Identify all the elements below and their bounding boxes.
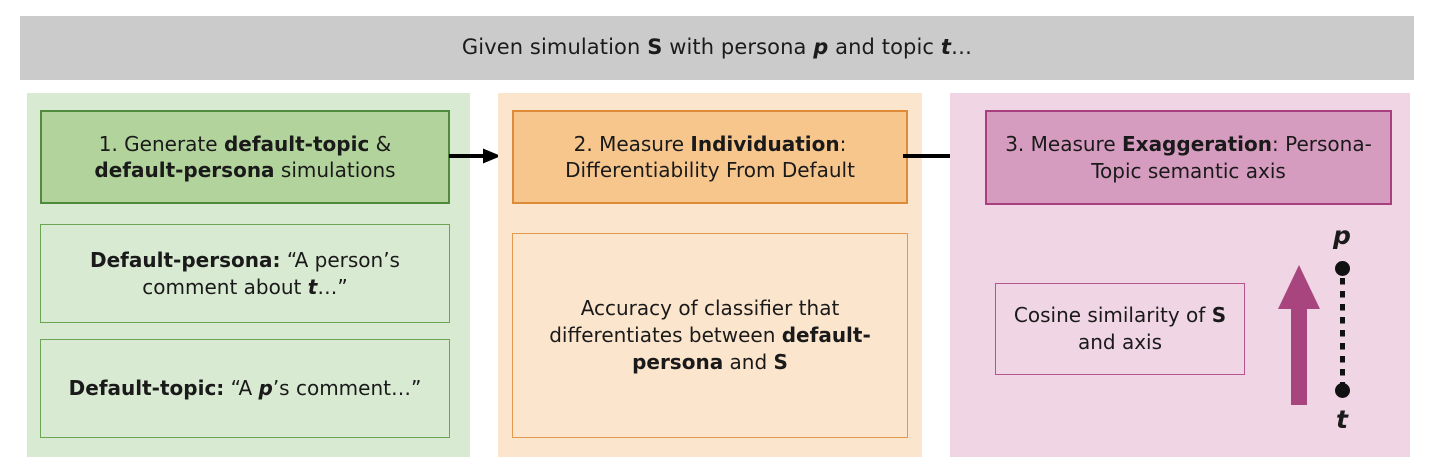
individuation-bold-S: S xyxy=(773,349,788,374)
default-persona-label: Default-persona: xyxy=(90,247,281,272)
header-banner: Given simulation S with persona p and to… xyxy=(20,16,1414,80)
step-1-title-prefix: 1. Generate xyxy=(98,131,224,156)
step-2-panel: 2. Measure Individuation: Differentiabil… xyxy=(498,93,922,457)
default-topic-label: Default-topic: xyxy=(68,376,225,401)
default-persona-example-text: Default-persona: “A person’s comment abo… xyxy=(53,247,437,301)
individuation-mid: and xyxy=(723,349,774,374)
default-topic-quote-open: “A xyxy=(224,376,259,401)
header-seg-S: S xyxy=(647,35,663,60)
default-topic-example-box: Default-topic: “A p’s comment…” xyxy=(40,339,450,438)
exaggeration-suffix: and axis xyxy=(1077,330,1163,354)
individuation-definition-box: Accuracy of classifier that differentiat… xyxy=(512,233,908,438)
step-1-title-bold-default-persona: default-persona xyxy=(94,158,275,182)
default-topic-quote-close: ’s comment…” xyxy=(272,376,422,401)
axis-persona-dot-icon xyxy=(1335,261,1350,276)
individuation-prefix: Accuracy of classifier that differentiat… xyxy=(549,296,840,348)
step-1-title: 1. Generate default-topic & default-pers… xyxy=(52,131,438,184)
step-3-title-suffix: : Persona-Topic semantic axis xyxy=(1091,132,1372,183)
step-2-title: 2. Measure Individuation: Differentiabil… xyxy=(524,131,896,184)
step-2-title-suffix: : Differentiability From Default xyxy=(565,131,855,182)
individuation-bold-default-persona: default-persona xyxy=(632,323,871,374)
default-persona-example-box: Default-persona: “A person’s comment abo… xyxy=(40,224,450,323)
step-1-title-suffix: simulations xyxy=(274,158,396,182)
default-topic-example-text: Default-topic: “A p’s comment…” xyxy=(69,375,422,402)
exaggeration-bold-S: S xyxy=(1211,303,1227,328)
header-seg-2: with persona xyxy=(662,35,814,60)
axis-label-topic: t xyxy=(1336,405,1348,434)
step-2-title-bold-individuation: Individuation xyxy=(690,131,840,156)
axis-dotted-line-icon xyxy=(1340,278,1345,388)
step-3-panel: 3. Measure Exaggeration: Persona-Topic s… xyxy=(950,93,1410,457)
step-3-header-box: 3. Measure Exaggeration: Persona-Topic s… xyxy=(985,110,1392,205)
header-seg-0: Given simulation xyxy=(461,35,648,60)
axis-label-persona: p xyxy=(1333,221,1351,250)
step-1-header-box: 1. Generate default-topic & default-pers… xyxy=(40,110,450,204)
persona-topic-semantic-axis-figure: p t xyxy=(1270,221,1385,443)
default-persona-quote-open: “A person’s comment about xyxy=(142,247,400,299)
header-title: Given simulation S with persona p and to… xyxy=(462,36,972,59)
step-2-header-box: 2. Measure Individuation: Differentiabil… xyxy=(512,110,908,204)
step-2-title-prefix: 2. Measure xyxy=(573,131,691,156)
step-1-panel: 1. Generate default-topic & default-pers… xyxy=(27,93,470,457)
default-topic-var-p: p xyxy=(258,376,273,401)
step-3-title-prefix: 3. Measure xyxy=(1005,132,1122,157)
individuation-definition-text: Accuracy of classifier that differentiat… xyxy=(525,295,895,375)
step-1-title-bold-default-topic: default-topic xyxy=(223,131,370,156)
axis-topic-dot-icon xyxy=(1335,383,1350,398)
step-1-title-mid: & xyxy=(369,131,392,156)
exaggeration-prefix: Cosine similarity of xyxy=(1013,303,1212,328)
step-3-title: 3. Measure Exaggeration: Persona-Topic s… xyxy=(997,131,1380,184)
header-seg-6: … xyxy=(950,35,973,60)
exaggeration-up-arrow-icon xyxy=(1278,265,1320,405)
step-3-title-bold-exaggeration: Exaggeration xyxy=(1122,132,1273,157)
default-persona-var-t: t xyxy=(307,274,318,299)
exaggeration-definition-box: Cosine similarity of S and axis xyxy=(995,283,1245,375)
default-persona-quote-close: …” xyxy=(317,274,348,299)
arrow-step1-to-step2-icon xyxy=(449,148,501,164)
header-seg-p: p xyxy=(813,35,829,60)
header-seg-t: t xyxy=(940,35,951,60)
header-seg-4: and topic xyxy=(828,35,941,60)
exaggeration-definition-text: Cosine similarity of S and axis xyxy=(1008,302,1232,356)
